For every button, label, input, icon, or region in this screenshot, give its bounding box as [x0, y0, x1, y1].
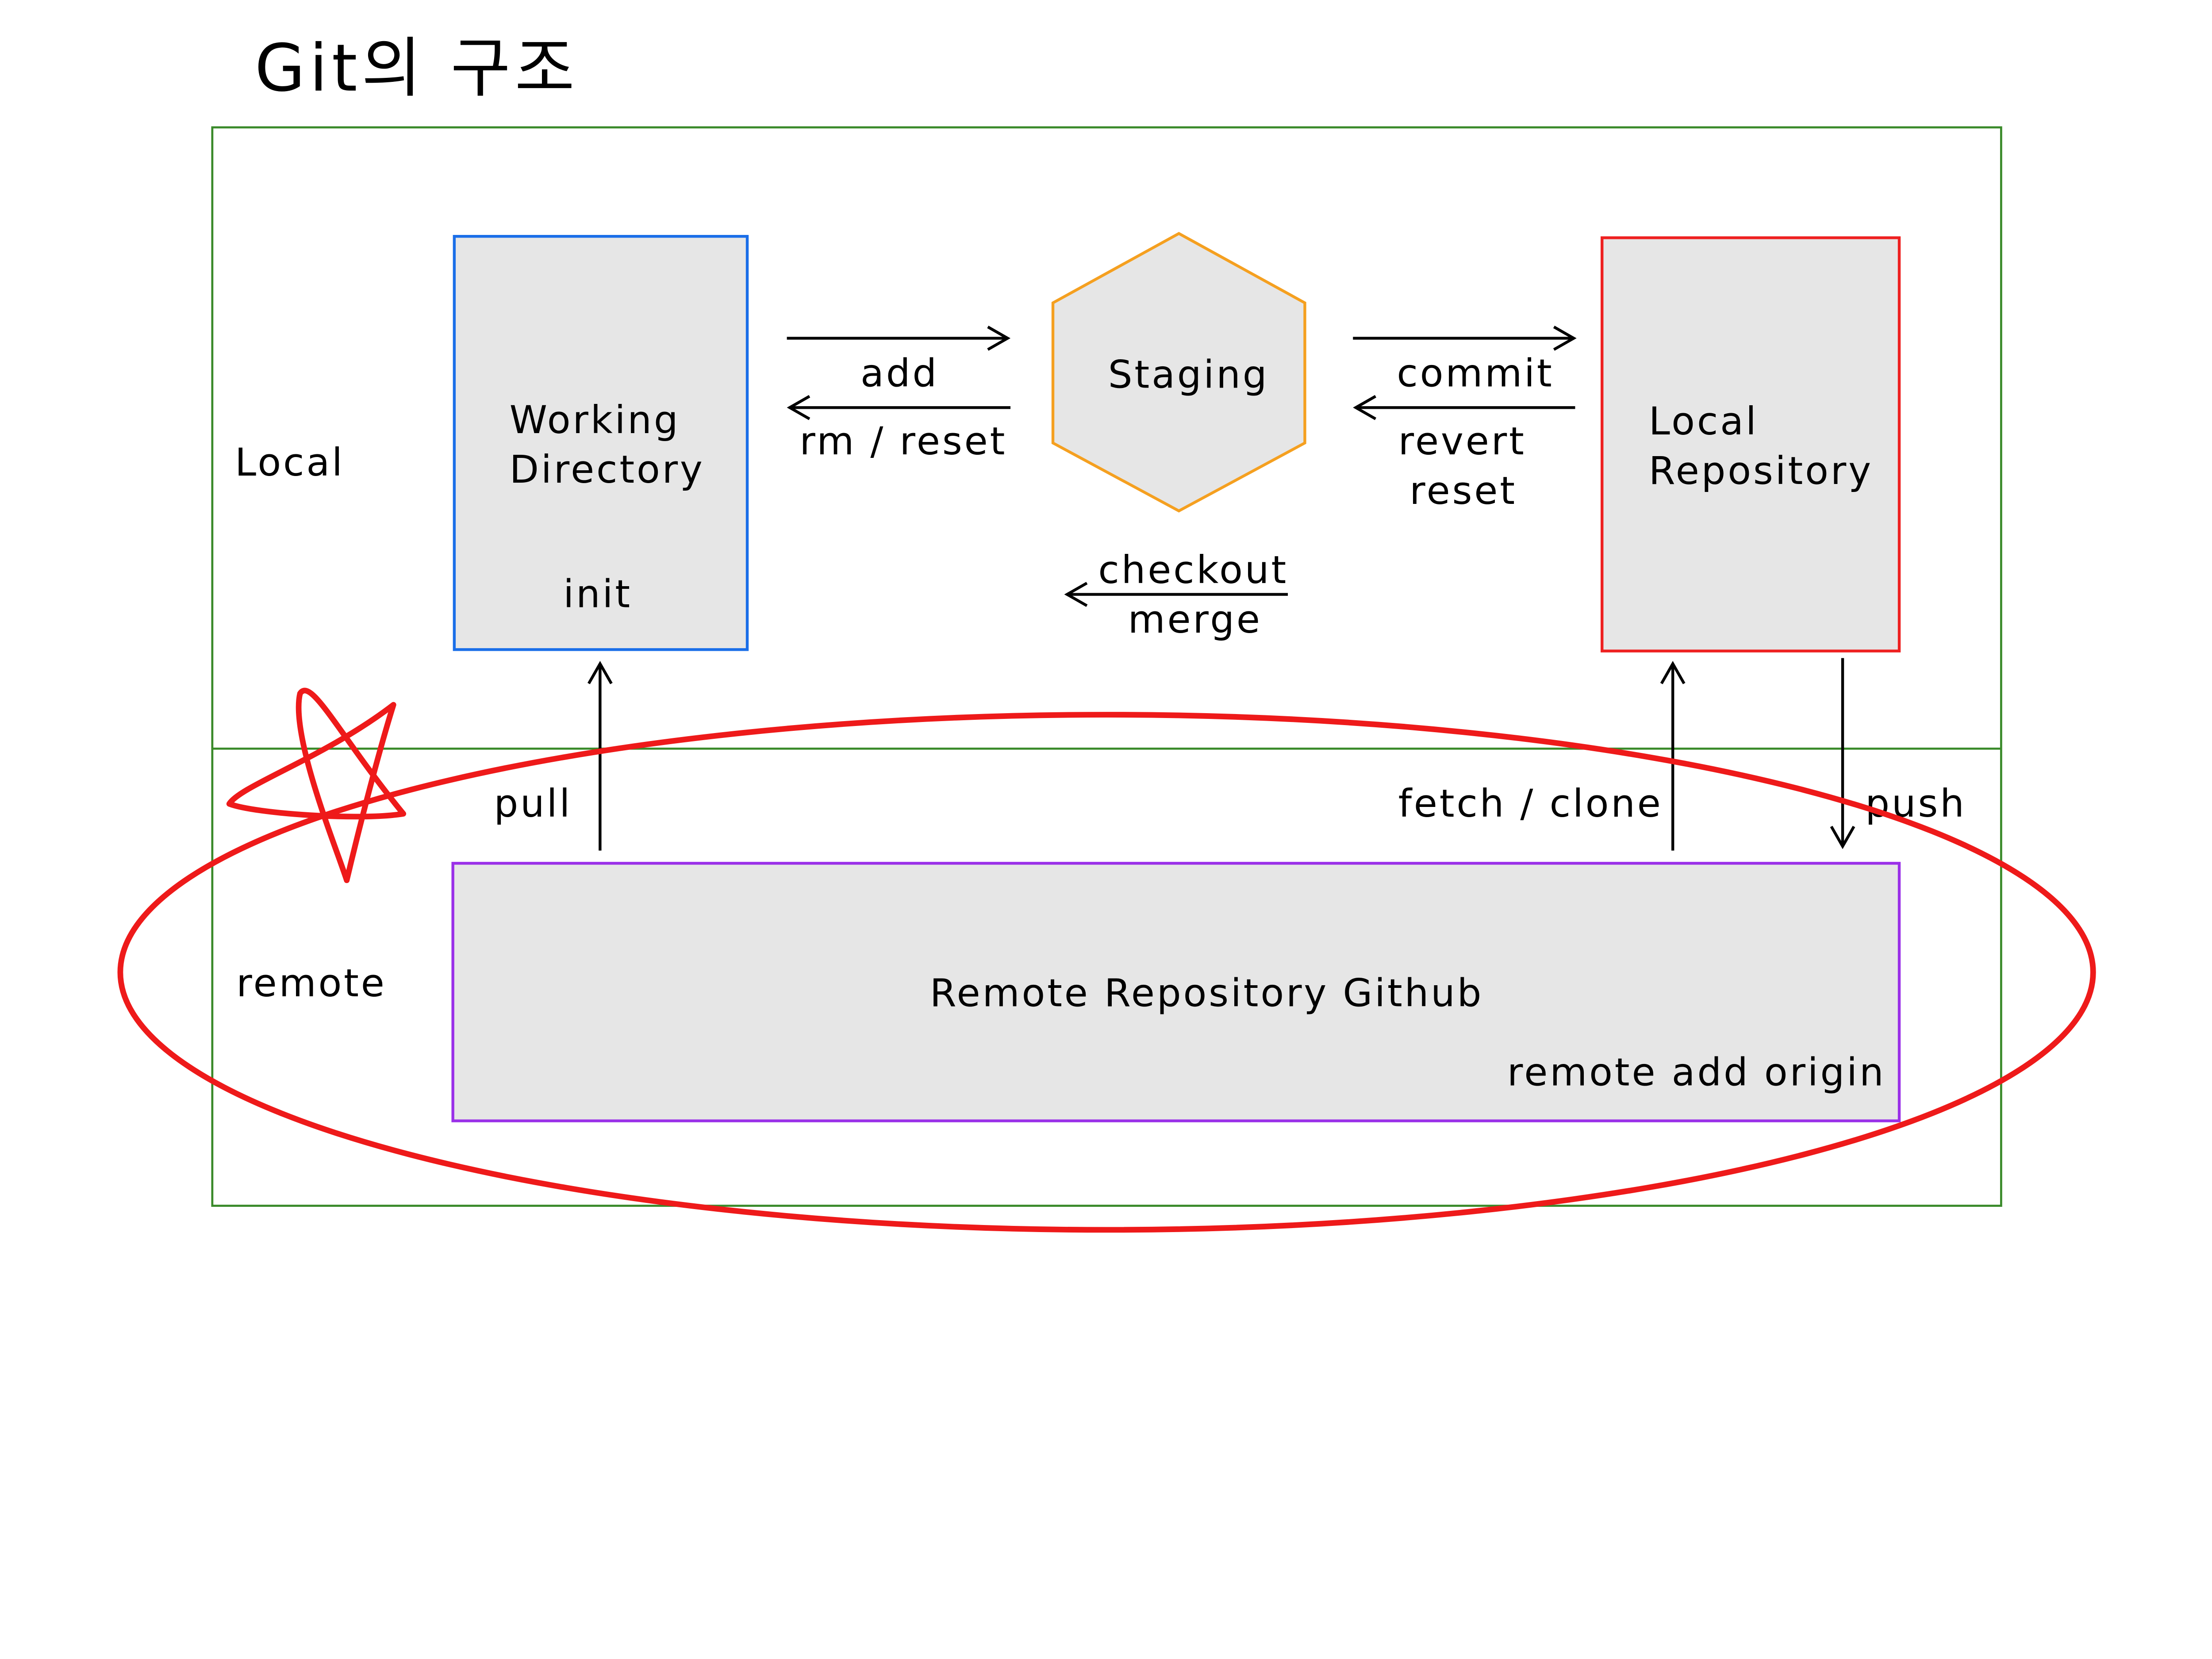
fetch-clone-label: fetch / clone — [1398, 782, 1663, 826]
highlight-ellipse-annotation — [117, 712, 2096, 1233]
local-repository-label-line2: Repository — [1649, 449, 1873, 493]
checkout-label: checkout — [1098, 548, 1288, 592]
outer-frame — [211, 126, 2002, 1207]
working-directory-label-line1: Working — [510, 398, 680, 442]
working-directory-box: Working Directory init — [453, 235, 749, 651]
local-repository-box: Local Repository — [1601, 236, 1901, 653]
add-label: add — [860, 351, 939, 396]
local-region-label: Local — [235, 441, 345, 485]
remote-repository-box: Remote Repository Github remote add orig… — [451, 862, 1901, 1122]
pull-label: pull — [494, 782, 572, 826]
staging-hexagon: Staging — [1051, 232, 1306, 513]
merge-label: merge — [1128, 598, 1262, 642]
remote-region-label: remote — [236, 961, 386, 1006]
staging-label: Staging — [1108, 353, 1269, 397]
diagram-title: Git의 구조 — [255, 30, 579, 106]
push-label: push — [1865, 782, 1966, 826]
init-command-label: init — [563, 572, 632, 616]
star-icon — [226, 687, 407, 883]
revert-label: revert — [1398, 419, 1526, 464]
git-structure-diagram: Git의 구조 Local remote Working Directory i… — [117, 30, 2096, 1233]
reset-label: reset — [1409, 469, 1517, 513]
local-repository-label-line1: Local — [1649, 399, 1759, 444]
remote-repository-label: Remote Repository Github — [930, 971, 1484, 1015]
working-directory-label-line2: Directory — [510, 448, 705, 492]
commit-label: commit — [1397, 351, 1554, 396]
remote-add-origin-label: remote add origin — [1507, 1051, 1886, 1095]
rm-reset-label: rm / reset — [799, 419, 1007, 464]
